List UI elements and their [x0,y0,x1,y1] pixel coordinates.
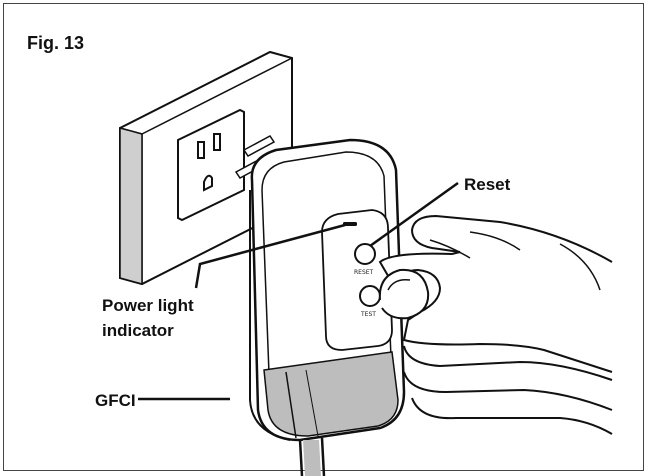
power-light-callout: Power light indicator [102,293,194,343]
test-button-text: TEST [360,311,376,318]
power-cord [300,438,324,476]
power-light-callout-line1: Power light [102,293,194,318]
power-light-callout-line2: indicator [102,318,194,343]
reset-button: RESET [354,244,375,276]
hand [380,216,612,434]
gfci-callout: GFCI [95,388,136,413]
reset-button-text: RESET [354,269,374,276]
reset-callout: Reset [464,172,510,197]
